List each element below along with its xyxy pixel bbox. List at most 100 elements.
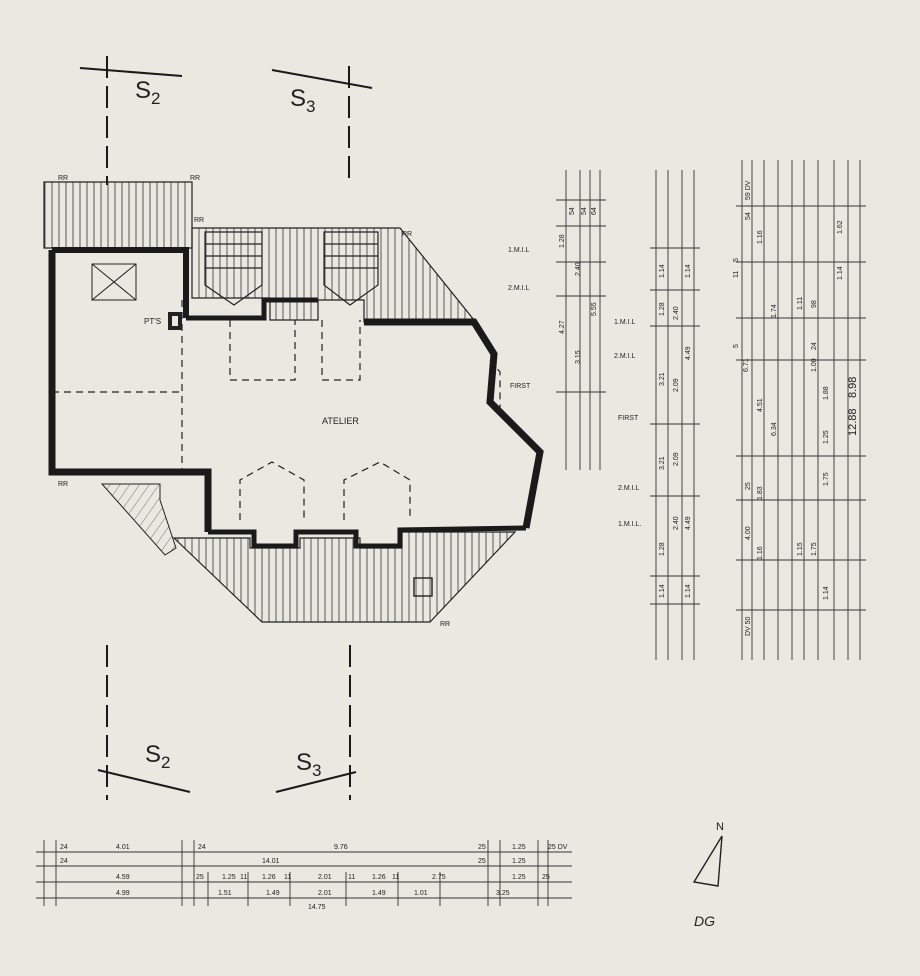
dim-3-22: 1.14: [823, 586, 830, 600]
dim-1-4: 2.40: [575, 262, 582, 276]
level-label-mil2-low: 2.M.I.L: [618, 485, 640, 492]
dim-2-0: 1.14: [659, 264, 666, 278]
dim-h1-2: 24: [198, 844, 206, 851]
dimension-stack-2: [650, 170, 700, 660]
dim-2-9: 2.40: [673, 516, 680, 530]
downpipe-label-2: RR: [190, 175, 200, 182]
downpipe-label-5: RR: [58, 481, 68, 488]
dim-2-7: 3.21: [659, 456, 666, 470]
dim-2-12: 1.14: [659, 584, 666, 598]
dim-h2-3: 1.25: [512, 858, 526, 865]
dim-3-13: 12.88: [847, 408, 859, 436]
section-s3-bottom-label: S3: [296, 749, 321, 780]
dim-2-1: 1.14: [685, 264, 692, 278]
level-label-first-top: FIRST: [510, 383, 531, 390]
dim-2-2: 1.28: [659, 302, 666, 316]
dim-stack2-values: 1.14 1.14 1.28 2.40 4.49 3.21 2.09 3.21 …: [659, 264, 692, 598]
dim-h3-6: 2.01: [318, 874, 332, 881]
dim-3-17: 25: [745, 482, 752, 490]
dim-3-27: 1.00: [811, 358, 818, 372]
section-s3-top-label: S3: [290, 85, 315, 116]
dim-2-8: 2.09: [673, 452, 680, 466]
dim-h1-6: 25 DV: [548, 844, 568, 851]
north-label: N: [716, 821, 724, 833]
dim-h2-1: 14.01: [262, 858, 280, 865]
dim-h1-0: 24: [60, 844, 68, 851]
dim-3-3: 1.62: [837, 220, 844, 234]
dim-3-26: 24: [811, 342, 818, 350]
dim-h1-5: 1.25: [512, 844, 526, 851]
floor-label-dg: DG: [694, 913, 715, 929]
dim-h3-2: 1.25: [222, 874, 236, 881]
dim-3-16: 1.83: [757, 486, 764, 500]
dim-h3-11: 1.25: [512, 874, 526, 881]
roof-hatch: [413, 577, 433, 597]
section-marker-s2-top: S2: [79, 56, 183, 185]
downpipe-label-4: RR: [402, 231, 412, 238]
downpipe-label-3: RR: [194, 217, 204, 224]
dim-2-5: 3.21: [659, 372, 666, 386]
dim-3-20: 1.15: [797, 542, 804, 556]
level-label-mil1-mid: 1.M.I.L: [614, 319, 636, 326]
dim-stack3-values: 59 DV 54 1.16 1.62 1.14 1.74 1.11 98 6.7…: [733, 180, 859, 636]
dim-3-23: DV 50: [745, 616, 752, 636]
dim-3-9: 4.51: [757, 398, 764, 412]
dim-h3-12: 25: [542, 874, 550, 881]
dim-h2-2: 25: [478, 858, 486, 865]
section-s2-bottom-label: S2: [145, 741, 170, 772]
section-marker-s2-bottom: S2: [97, 645, 191, 800]
dim-h3-7: 11: [348, 874, 355, 881]
level-label-mil1-low: 1.M.I.L.: [618, 521, 641, 528]
dim-2-6: 2.09: [673, 378, 680, 392]
dim-1-5: 5.55: [591, 302, 598, 316]
level-label-first-mid: FIRST: [618, 415, 639, 422]
dim-3-7: 98: [811, 300, 818, 308]
dim-3-28: 5: [733, 344, 740, 348]
dim-3-11: 1.88: [823, 386, 830, 400]
dim-3-24: 11: [733, 271, 740, 278]
dormer-outlines: [52, 300, 501, 520]
dim-3-1: 54: [745, 212, 752, 220]
dim-h3-0: 4.59: [116, 874, 130, 881]
dim-h3-4: 1.26: [262, 874, 276, 881]
dim-2-3: 2.40: [673, 306, 680, 320]
dim-h3-3: 11: [240, 874, 247, 881]
dim-h3-9: 11: [392, 874, 399, 881]
dim-2-10: 4.49: [685, 516, 692, 530]
walls: [48, 247, 544, 549]
dim-h4-1: 1.51: [218, 890, 232, 897]
section-s2-top-label: S2: [135, 77, 160, 108]
dim-1-7: 3.15: [575, 350, 582, 364]
dim-h3-5: 11: [284, 874, 291, 881]
dim-h4-6: 3.25: [496, 890, 510, 897]
dim-3-18: 4.00: [745, 526, 752, 540]
level-label-mil2-mid: 2.M.I.L: [614, 353, 636, 360]
skylight-window: [91, 263, 137, 301]
dim-h3-1: 25: [196, 874, 204, 881]
dim-h3-8: 1.26: [372, 874, 386, 881]
dim-3-2: 1.16: [757, 230, 764, 244]
dim-h4-7: 14.75: [308, 904, 326, 911]
dim-stack1-values: 54 54 64 1.28 2.40 5.55 4.27 3.15: [559, 207, 598, 364]
dim-horizontal-values: 24 4.01 24 9.76 25 1.25 25 DV 24 14.01 2…: [60, 844, 568, 911]
dim-h2-0: 24: [60, 858, 68, 865]
dim-2-11: 1.28: [659, 542, 666, 556]
room-label-atelier: ATELIER: [322, 416, 359, 426]
section-marker-s3-bottom: S3: [275, 645, 357, 800]
section-marker-s3-top: S3: [271, 66, 373, 185]
dim-1-0: 54: [569, 207, 576, 215]
dim-3-12: 8.98: [847, 377, 859, 398]
dim-2-4: 4.49: [685, 346, 692, 360]
dimension-stack-3: [736, 160, 866, 660]
downpipe-label-6: RR: [440, 621, 450, 628]
dim-h1-3: 9.76: [334, 844, 348, 851]
dim-3-14: 1.25: [823, 430, 830, 444]
north-arrow: N: [692, 821, 724, 887]
dim-h4-4: 1.49: [372, 890, 386, 897]
dim-1-3: 1.28: [559, 234, 566, 248]
stair-wells: [204, 231, 379, 306]
dim-1-1: 54: [581, 207, 588, 215]
dimension-chain-horizontal: [36, 840, 572, 906]
dimension-stack-1: [556, 170, 606, 470]
